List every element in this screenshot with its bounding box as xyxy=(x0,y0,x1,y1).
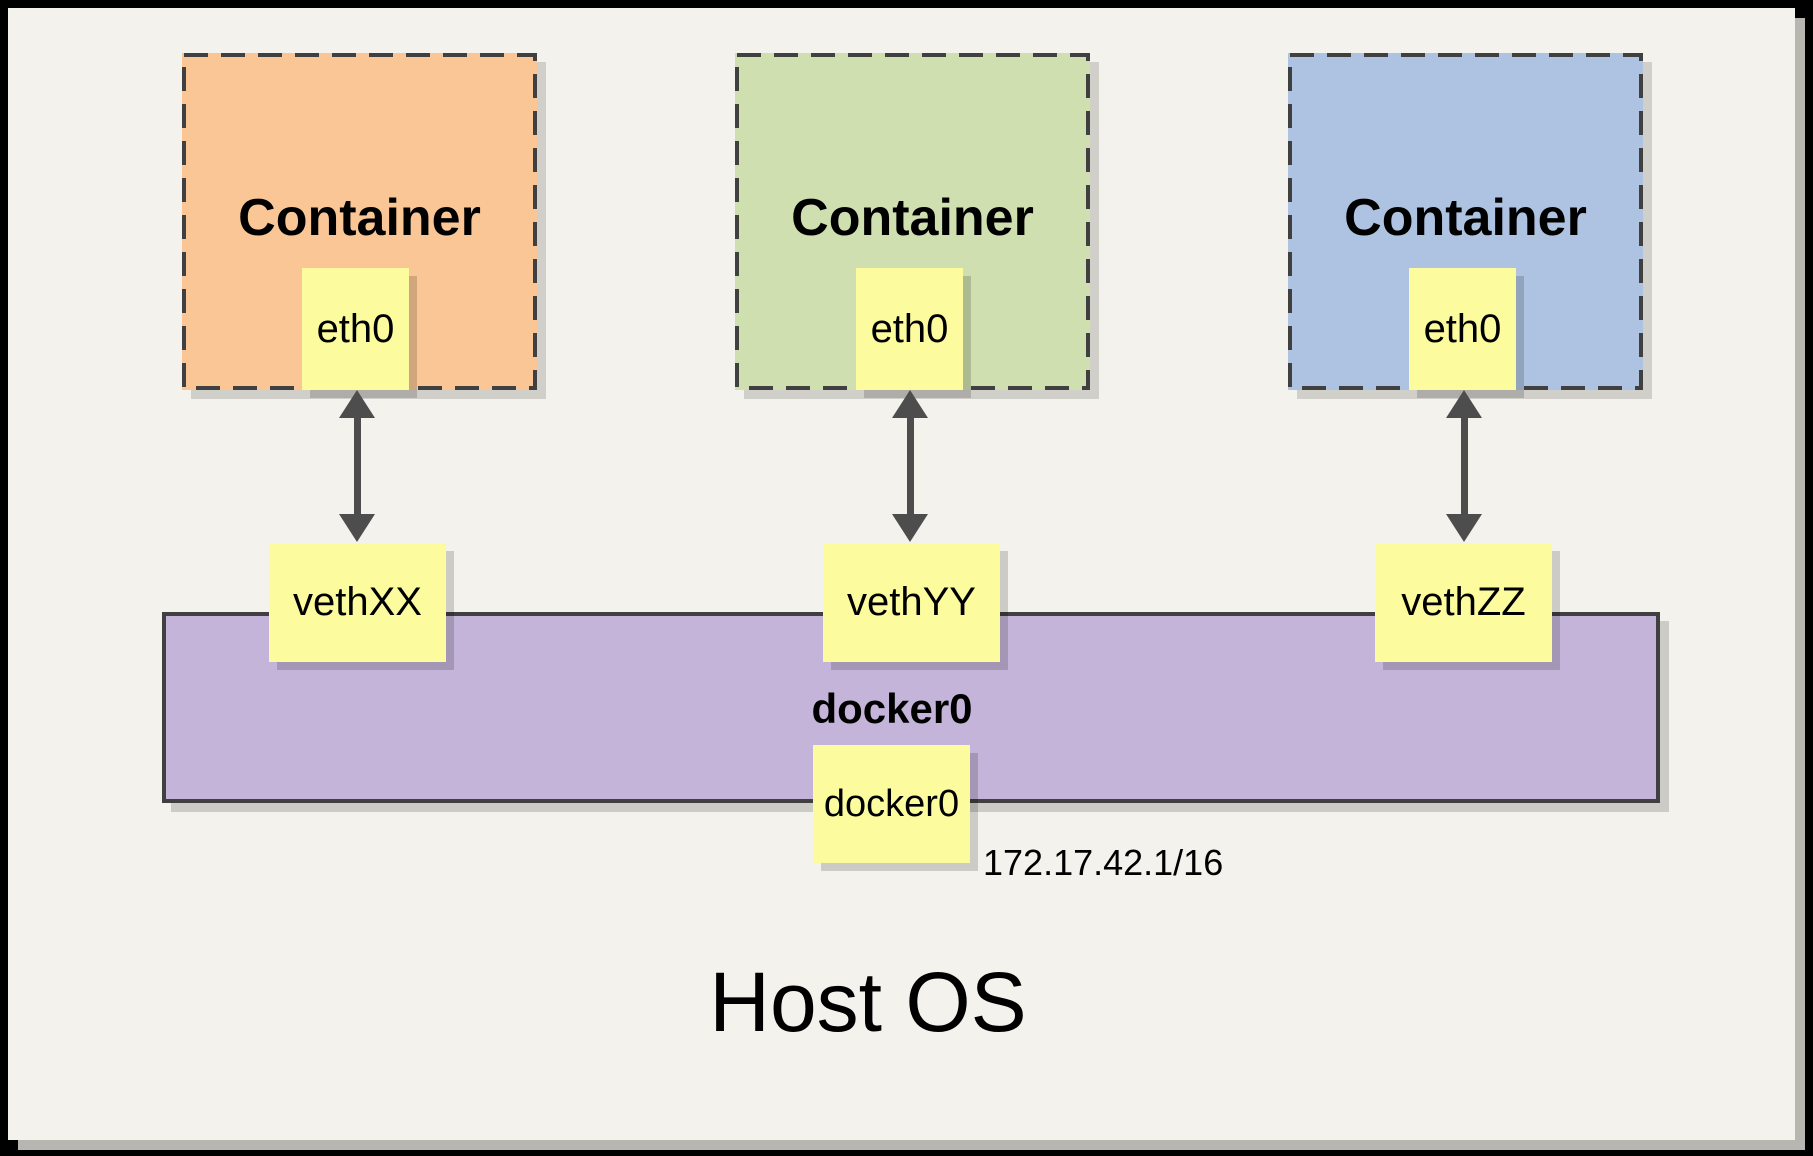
arrow-shaft xyxy=(1460,418,1468,514)
docker0-interface-box: docker0 xyxy=(813,745,970,863)
arrowhead-up-icon xyxy=(1446,390,1482,418)
eth0-interface-box-3: eth0 xyxy=(1409,268,1516,390)
eth0-interface-box-2: eth0 xyxy=(856,268,963,390)
container-label: Container xyxy=(1344,189,1587,247)
bridge-label: docker0 xyxy=(811,685,973,732)
arrowhead-down-icon xyxy=(892,514,928,542)
arrowhead-up-icon xyxy=(339,390,375,418)
host-os-label: Host OS xyxy=(709,955,1027,1049)
veth-interface-box-3: vethZZ xyxy=(1375,543,1552,662)
container-label: Container xyxy=(238,189,481,247)
bidirectional-arrow-3 xyxy=(1446,390,1482,542)
container-box-3: Container xyxy=(1288,53,1643,390)
arrow-shaft xyxy=(906,418,914,514)
arrow-shaft xyxy=(353,418,361,514)
bidirectional-arrow-2 xyxy=(892,390,928,542)
bidirectional-arrow-1 xyxy=(339,390,375,542)
container-label: Container xyxy=(791,189,1034,247)
eth0-interface-box-1: eth0 xyxy=(302,268,409,390)
arrowhead-up-icon xyxy=(892,390,928,418)
veth-interface-box-1: vethXX xyxy=(269,543,446,662)
host-canvas: Container Container Container eth0 eth0 … xyxy=(8,8,1795,1140)
arrowhead-down-icon xyxy=(339,514,375,542)
bridge-ip-label: 172.17.42.1/16 xyxy=(983,842,1224,883)
veth-interface-box-2: vethYY xyxy=(823,543,1000,662)
arrowhead-down-icon xyxy=(1446,514,1482,542)
